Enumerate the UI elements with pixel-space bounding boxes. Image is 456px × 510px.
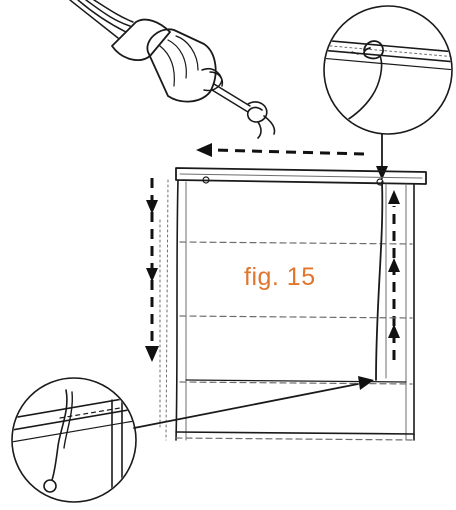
cord-loop-icon: [323, 5, 453, 135]
power-plug-icon: [69, 0, 251, 113]
shade-panel: [159, 167, 427, 441]
eyelet-icon: [11, 377, 137, 503]
figure-label: fig. 15: [244, 263, 316, 291]
pull-direction-arrows: [145, 143, 400, 362]
knot-icon: [246, 101, 276, 139]
